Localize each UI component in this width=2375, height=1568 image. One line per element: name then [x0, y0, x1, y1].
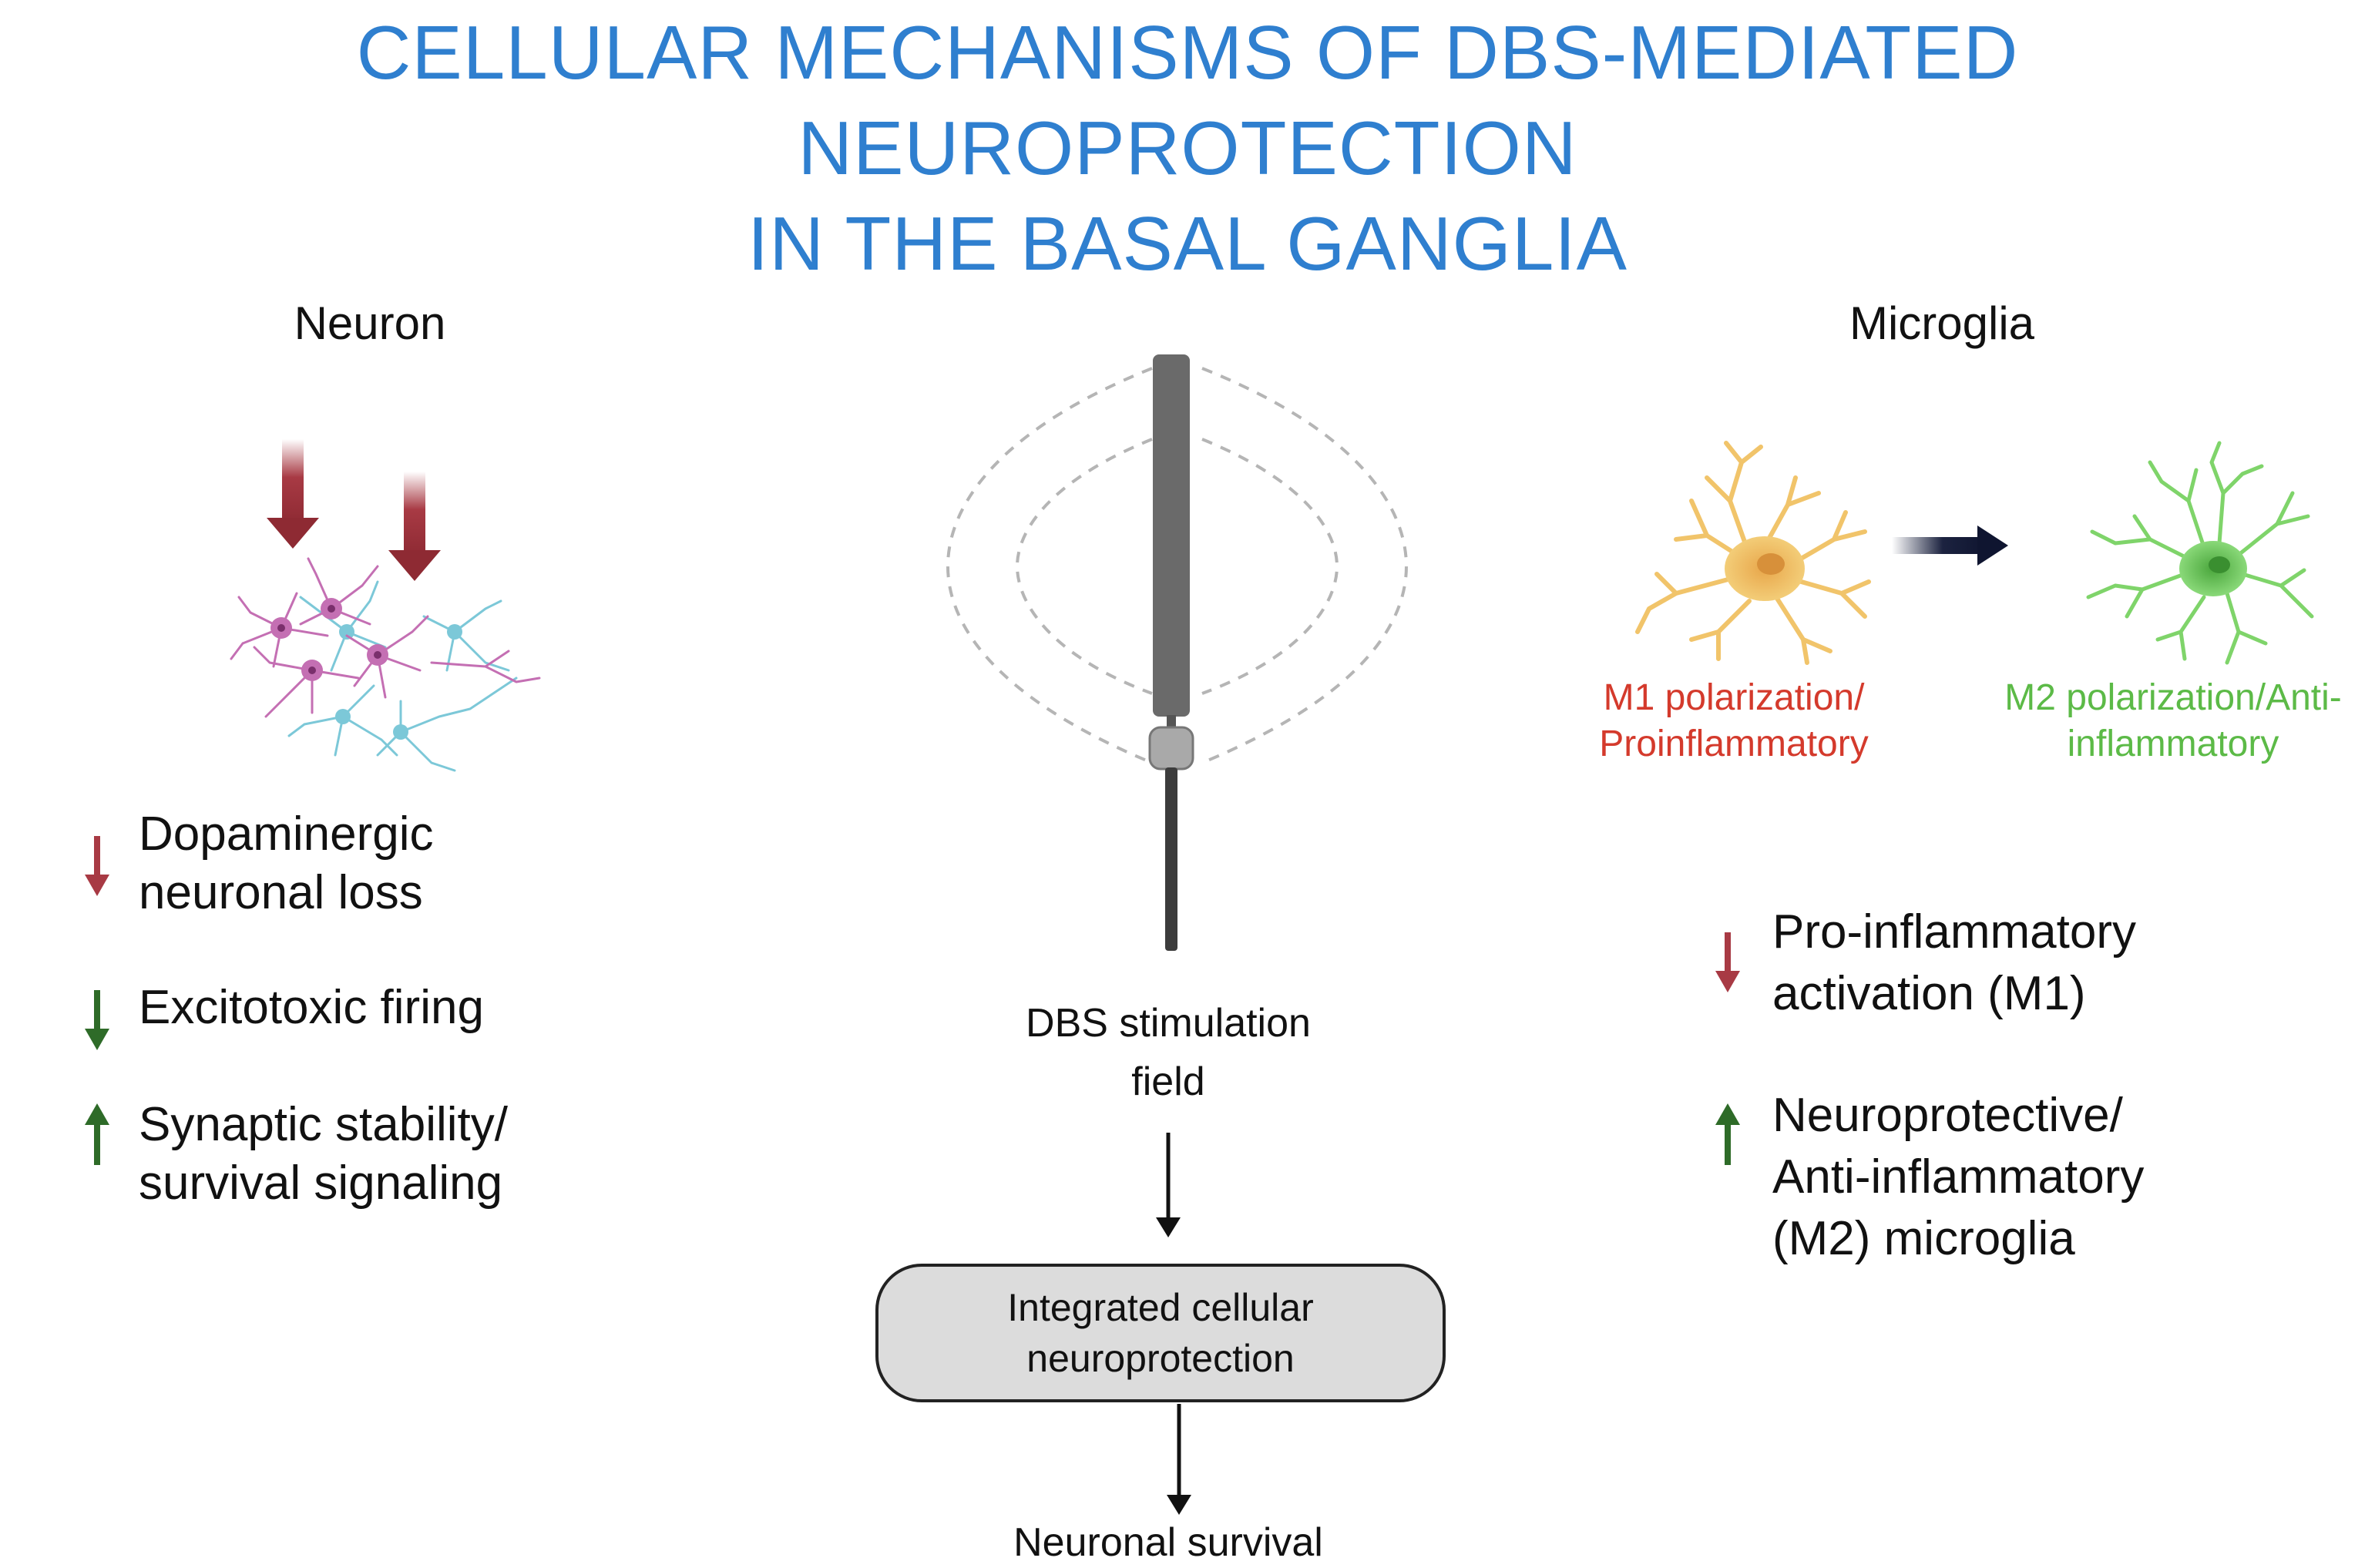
m2-label-line-1: M2 polarization/Anti-	[2004, 677, 2342, 718]
m2-polarization-label: M2 polarization/Anti- inflammatory	[1973, 675, 2373, 767]
neuron-item-1-line-2: neuronal loss	[139, 866, 423, 919]
neuron-item-3-line-1: Synaptic stability/	[139, 1098, 508, 1151]
microglia-item-2: Neuroprotective/ Anti-inflammatory (M2) …	[1772, 1085, 2144, 1270]
m2-label-line-2: inflammatory	[2067, 724, 2279, 764]
neuron-item-2: Excitotoxic firing	[139, 979, 484, 1037]
neuron-item-1-line-1: Dopaminergic	[139, 808, 434, 861]
neuron-item-3-line-2: survival signaling	[139, 1157, 503, 1210]
dbs-label-line-2: field	[1131, 1059, 1205, 1104]
dbs-label-line-1: DBS stimulation	[1026, 1001, 1311, 1046]
neuron-heading: Neuron	[294, 297, 446, 349]
microglia-item-2-line-1: Neuroprotective/	[1772, 1089, 2123, 1142]
neuron-item-1: Dopaminergic neuronal loss	[139, 805, 434, 922]
microglia-item-1: Pro-inflammatory activation (M1)	[1772, 902, 2136, 1025]
flow-arrow-to-box	[1156, 1133, 1181, 1237]
microglia-heading: Microglia	[1849, 297, 2035, 349]
neuron-red-arrow-right	[388, 472, 441, 581]
up-arrow-icon	[85, 1103, 109, 1165]
diagram-title: CELLULAR MECHANISMS OF DBS-MEDIATED NEUR…	[0, 5, 2375, 291]
integrated-neuroprotection-box: Integrated cellular neuroprotection	[875, 1264, 1446, 1402]
neuron-red-arrow-left	[267, 439, 319, 549]
microglia-item-1-line-2: activation (M1)	[1772, 967, 2086, 1020]
down-arrow-icon	[85, 990, 109, 1050]
m1-polarization-label: M1 polarization/ Proinflammatory	[1557, 675, 1911, 767]
down-arrow-icon	[1715, 932, 1740, 992]
microglia-item-1-line-1: Pro-inflammatory	[1772, 905, 2136, 959]
microglia-item-2-line-2: Anti-inflammatory	[1772, 1150, 2145, 1204]
m1-cell-nucleus	[1757, 553, 1785, 575]
m2-cell-nucleus	[2209, 556, 2230, 573]
box-line-1: Integrated cellular	[1007, 1286, 1314, 1329]
m1-label-line-1: M1 polarization/	[1603, 677, 1865, 718]
neuron-cluster-illustration	[230, 557, 541, 772]
down-arrow-icon	[85, 836, 109, 896]
m2-microglia-cell	[2086, 441, 2314, 665]
flow-arrow-to-outcome	[1167, 1404, 1191, 1515]
dbs-stimulation-field	[946, 367, 1409, 764]
m1-to-m2-arrow	[1892, 525, 2008, 566]
dbs-stimulation-field-label: DBS stimulation field	[937, 994, 1399, 1111]
neuronal-survival-label: Neuronal survival	[1013, 1520, 1323, 1565]
title-line-2: IN THE BASAL GANGLIA	[747, 201, 1628, 286]
m1-label-line-2: Proinflammatory	[1599, 724, 1869, 764]
up-arrow-icon	[1715, 1103, 1740, 1165]
title-line-1: CELLULAR MECHANISMS OF DBS-MEDIATED NEUR…	[356, 10, 2019, 190]
neuron-item-2-line-1: Excitotoxic firing	[139, 981, 484, 1034]
neuron-item-3: Synaptic stability/ survival signaling	[139, 1096, 508, 1213]
box-line-2: neuroprotection	[1026, 1337, 1295, 1380]
dbs-electrode	[1148, 354, 1194, 951]
microglia-item-2-line-3: (M2) microglia	[1772, 1212, 2075, 1265]
